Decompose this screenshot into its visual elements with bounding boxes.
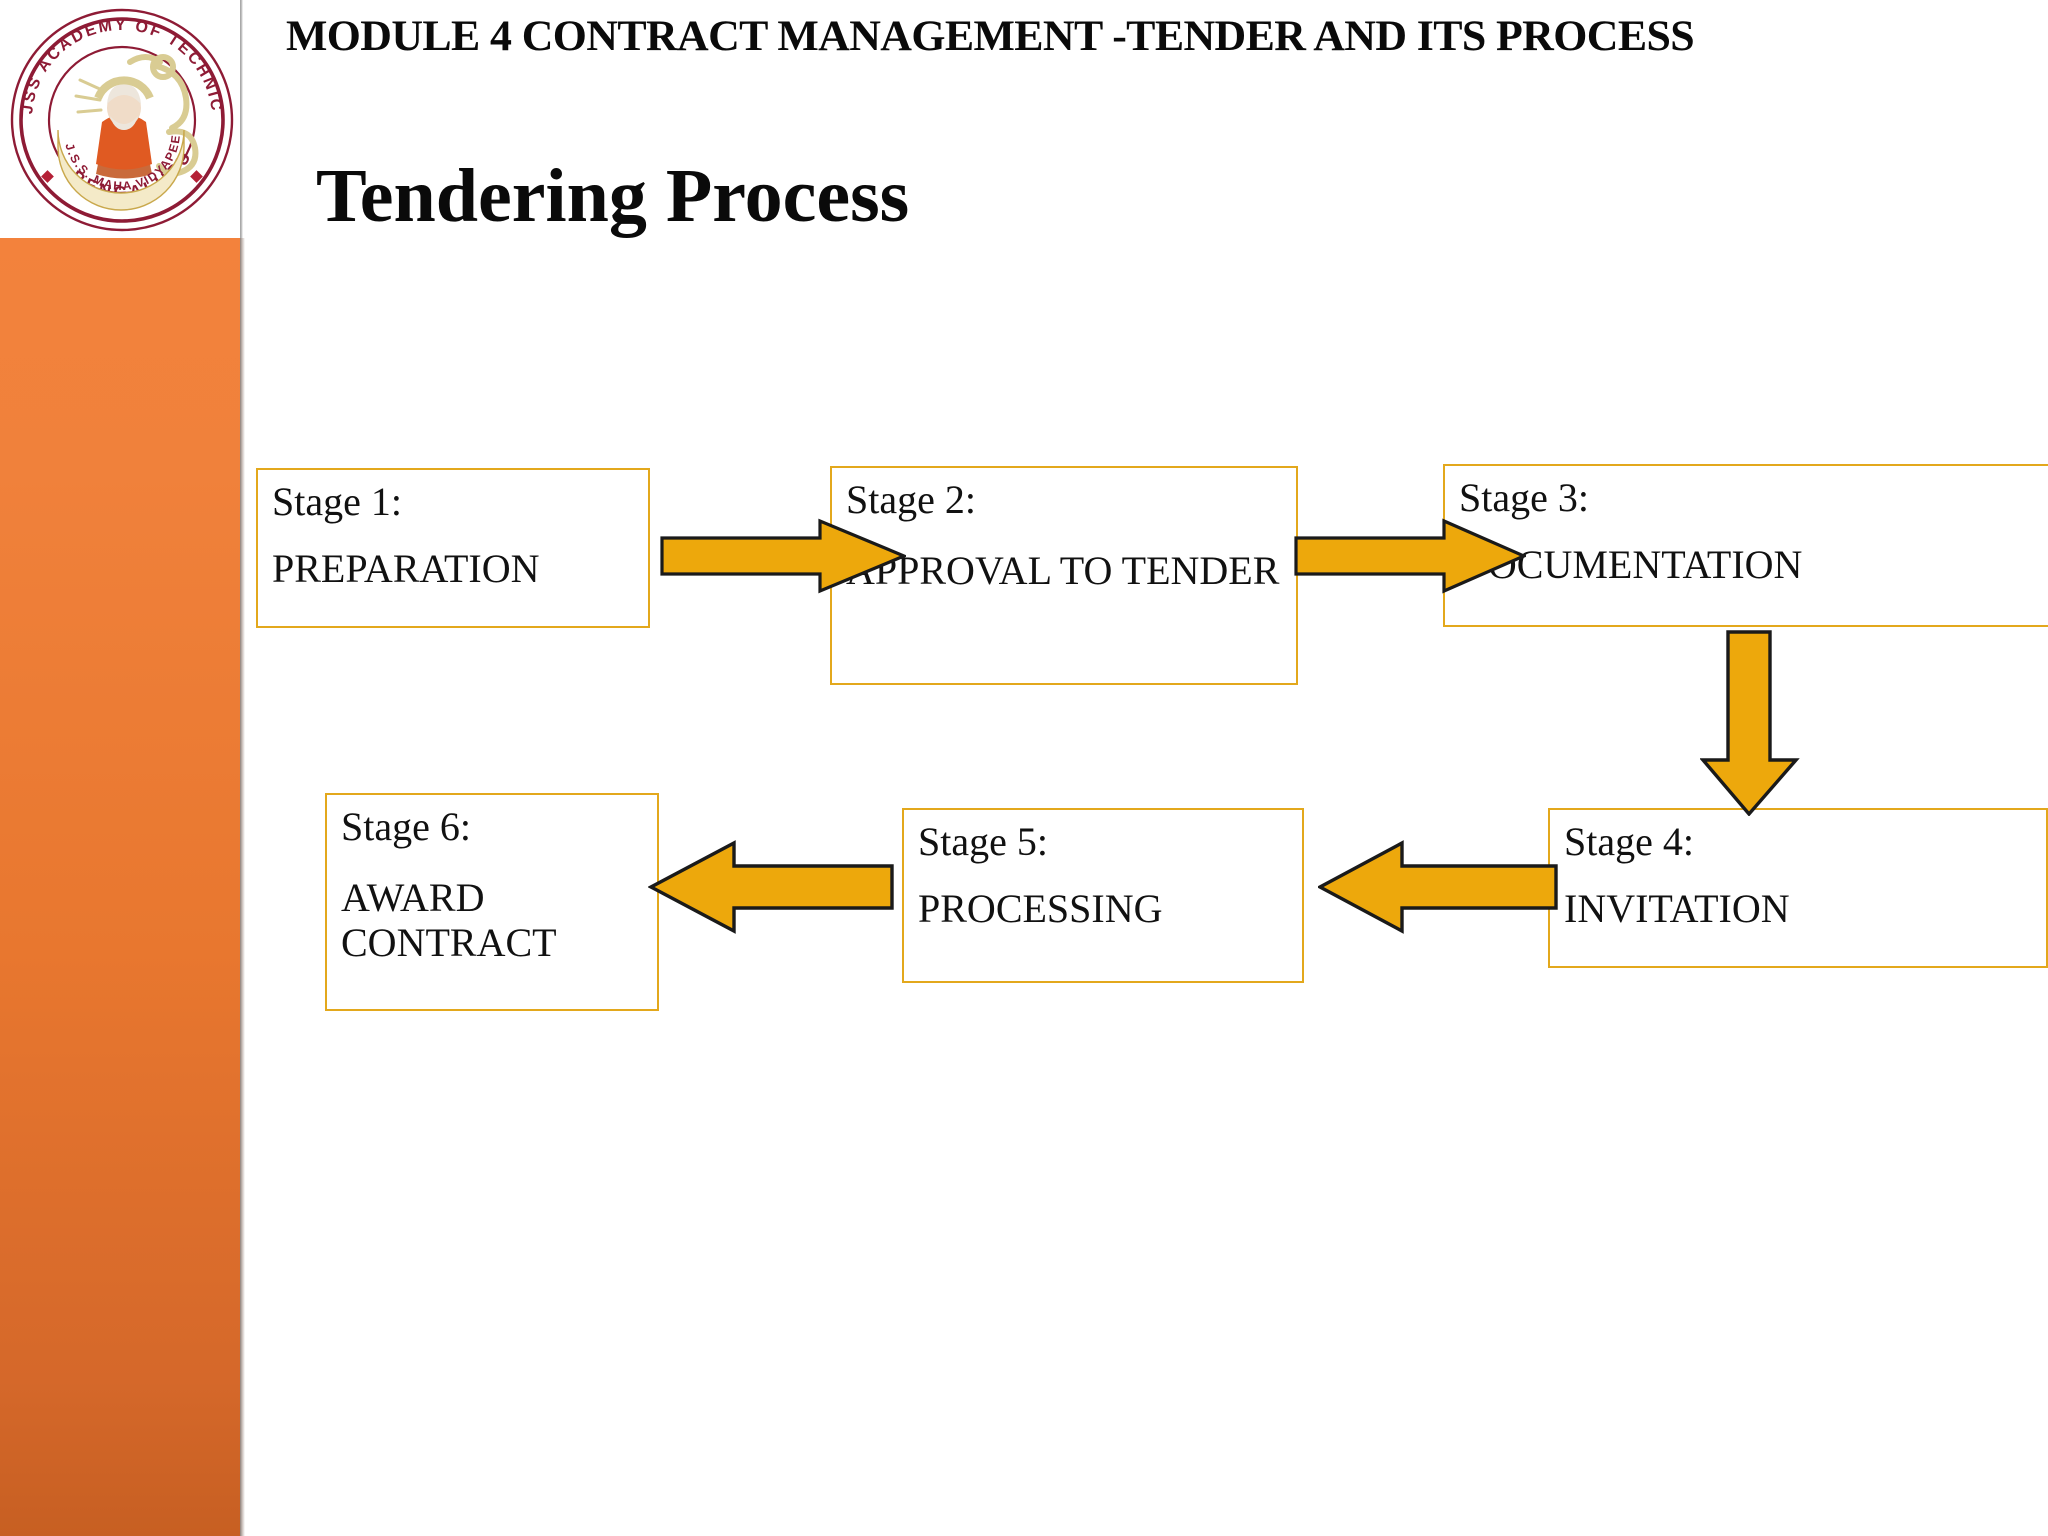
stage-box-2[interactable]: Stage 2: APPROVAL TO TENDER <box>830 466 1298 685</box>
page-title: Tendering Process <box>316 154 910 238</box>
stage-4-label: Stage 4: <box>1564 819 1694 864</box>
stage-1-value: PREPARATION <box>272 545 540 591</box>
arrow-left-stage4-to-stage5 <box>1318 840 1558 934</box>
arrow-down-stage3-to-stage4 <box>1700 630 1800 816</box>
arrow-left-stage5-to-stage6 <box>648 840 894 934</box>
arrow-right-stage1-to-stage2 <box>660 518 906 594</box>
jss-academy-logo: JSS ACADEMY OF TECHNICAL EDUCATION BENGA… <box>0 0 238 236</box>
stage-box-5[interactable]: Stage 5: PROCESSING <box>902 808 1304 983</box>
stage-box-1[interactable]: Stage 1: PREPARATION <box>256 468 650 628</box>
stage-box-6[interactable]: Stage 6: AWARD CONTRACT <box>325 793 659 1011</box>
stage-3-label: Stage 3: <box>1459 475 1589 520</box>
stage-box-4[interactable]: Stage 4: INVITATION <box>1548 808 2048 968</box>
stage-2-value: APPROVAL TO TENDER <box>846 547 1280 593</box>
stage-6-label: Stage 6: <box>341 804 471 849</box>
sidebar-accent-band <box>0 238 240 1536</box>
stage-1-label: Stage 1: <box>272 479 402 524</box>
header-divider <box>240 0 243 240</box>
stage-5-label: Stage 5: <box>918 819 1048 864</box>
stage-4-value: INVITATION <box>1564 885 1790 931</box>
sidebar-edge-shadow <box>240 238 245 1536</box>
module-header-title: MODULE 4 CONTRACT MANAGEMENT -TENDER AND… <box>286 13 1695 60</box>
stage-2-label: Stage 2: <box>846 477 976 522</box>
arrow-right-stage2-to-stage3 <box>1294 518 1526 594</box>
stage-6-value: AWARD CONTRACT <box>341 874 557 965</box>
stage-box-3[interactable]: Stage 3: DOCUMENTATION <box>1443 464 2048 627</box>
stage-5-value: PROCESSING <box>918 885 1163 931</box>
stage-3-value: DOCUMENTATION <box>1459 541 1803 587</box>
